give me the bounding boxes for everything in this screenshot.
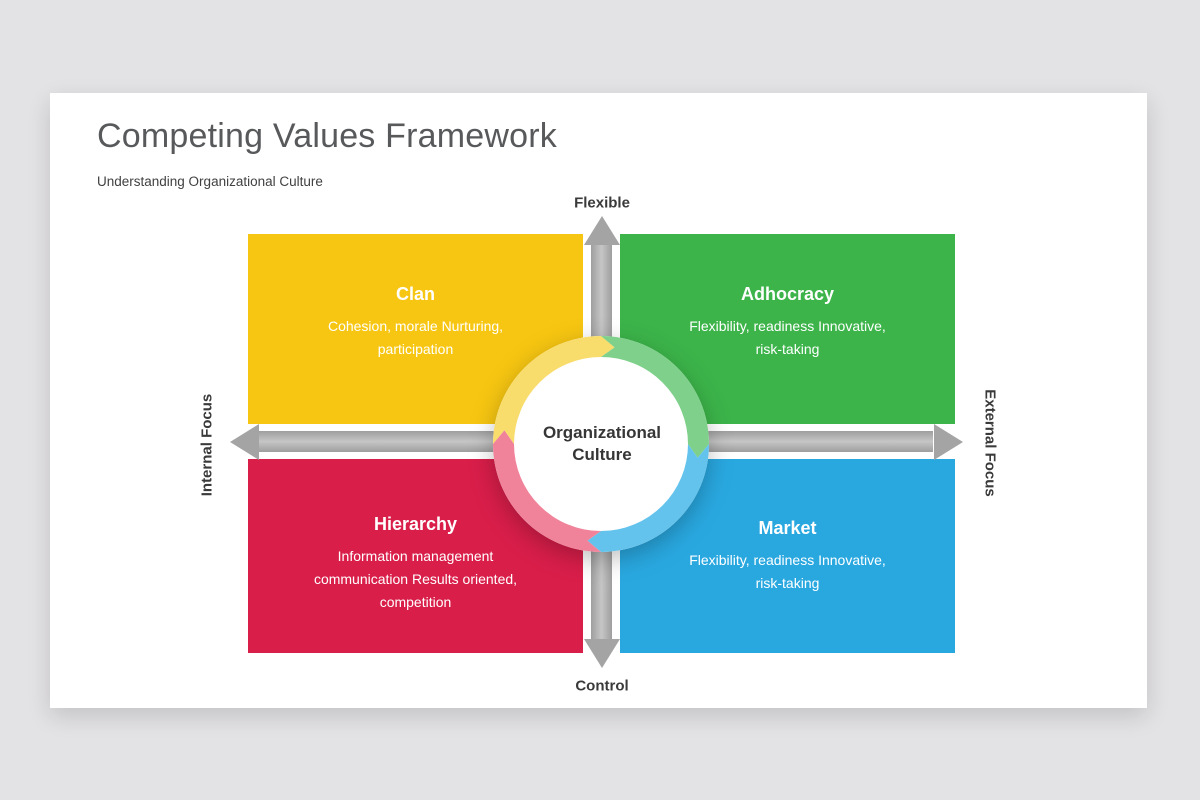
ring-segment-hierarchy-icon — [493, 430, 601, 552]
arrowhead-left-icon — [230, 424, 259, 460]
axis-label-external-focus: External Focus — [981, 389, 999, 497]
slide-card: Competing Values Framework Understanding… — [50, 93, 1147, 708]
quadrant-market-description: Flexibility, readiness Innovative, risk-… — [689, 551, 886, 591]
arrowhead-up-icon — [584, 216, 620, 245]
quadrant-clan: Clan Cohesion, morale Nurturing, partici… — [248, 234, 583, 424]
center-circle — [493, 336, 709, 552]
quadrant-clan-description: Cohesion, morale Nurturing, participatio… — [327, 317, 504, 357]
page-subtitle: Understanding Organizational Culture — [97, 174, 323, 189]
axis-label-flexible: Flexible — [574, 194, 630, 212]
center-label: Organizational Culture — [542, 423, 662, 464]
axis-label-internal-focus: Internal Focus — [198, 393, 216, 497]
arrowhead-right-icon — [934, 424, 963, 460]
quadrant-hierarchy-title: Hierarchy — [373, 514, 458, 534]
ring-segment-adhocracy-icon — [601, 336, 709, 458]
page-title: Competing Values Framework — [97, 117, 557, 155]
quadrant-market-title: Market — [758, 517, 817, 538]
ring-segment-clan-icon — [493, 336, 615, 444]
ring-segment-market-icon — [587, 444, 709, 552]
quadrant-adhocracy-title: Adhocracy — [740, 283, 835, 304]
arrowhead-down-icon — [584, 639, 620, 668]
quadrant-hierarchy-description: Information management communication Res… — [313, 548, 518, 610]
quadrant-clan-title: Clan — [395, 283, 435, 304]
axis-label-control: Control — [575, 677, 629, 695]
center-disc — [493, 336, 709, 552]
quadrant-adhocracy-description: Flexibility, readiness Innovative, risk-… — [689, 317, 886, 357]
